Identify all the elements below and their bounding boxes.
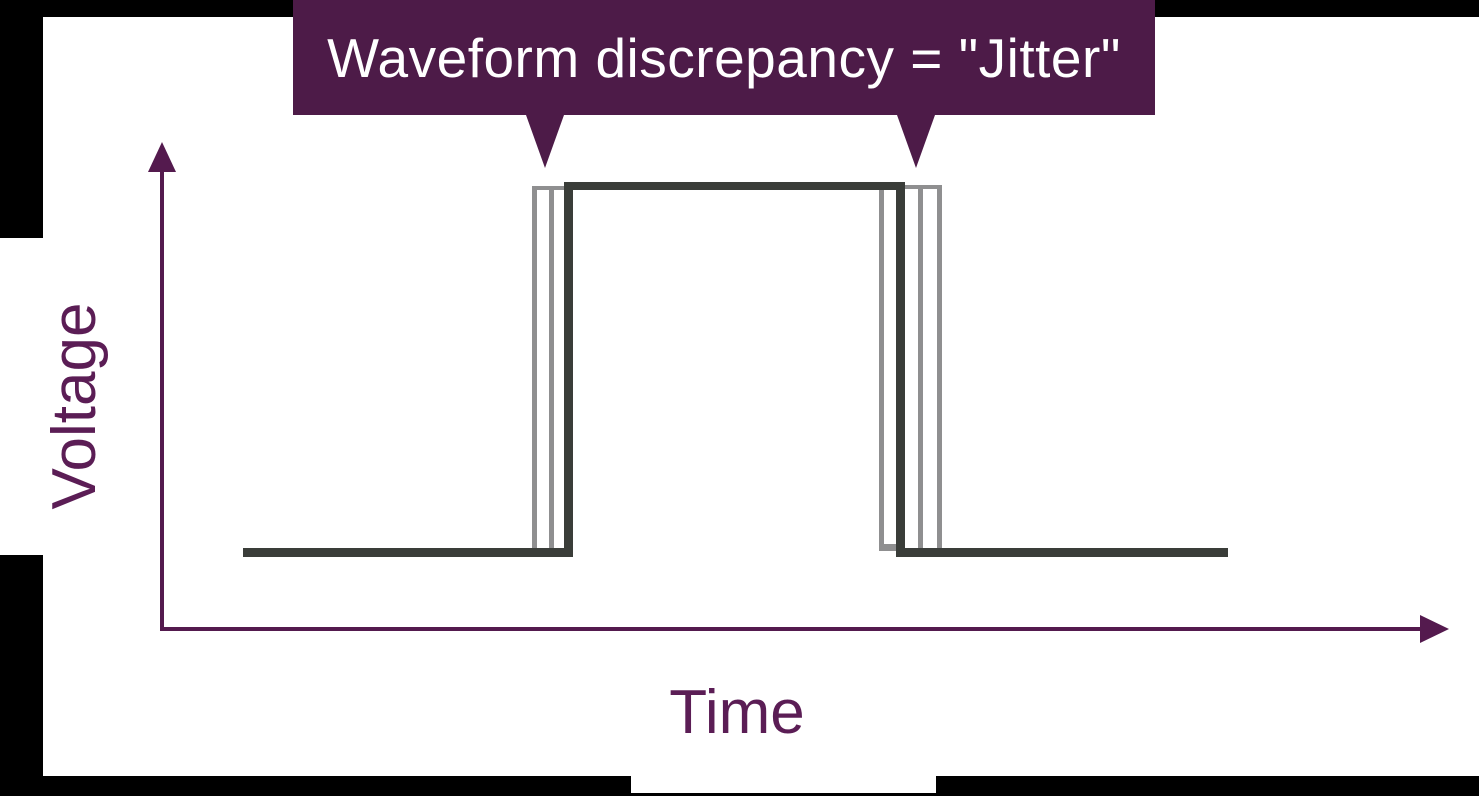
- jitter-ghost-falling-top-connector: [905, 185, 942, 189]
- frame-bottom-notch: [631, 776, 936, 793]
- callout-arrow-falling-edge-icon: [897, 115, 935, 168]
- jitter-banner: Waveform discrepancy = "Jitter": [293, 0, 1155, 115]
- jitter-ghost-falling-edge-late-2: [937, 185, 942, 548]
- y-axis-arrowhead-icon: [148, 142, 176, 172]
- jitter-ghost-rising-edge-2: [549, 186, 554, 553]
- jitter-ghost-falling-edge-late-1: [918, 185, 923, 548]
- jitter-banner-label: Waveform discrepancy = "Jitter": [327, 26, 1121, 89]
- waveform-baseline-left: [243, 548, 573, 557]
- jitter-ghost-falling-foot: [879, 544, 905, 551]
- frame-bar-left-lower: [0, 555, 43, 796]
- jitter-ghost-falling-edge-early: [879, 188, 884, 548]
- waveform-plateau: [564, 182, 905, 190]
- waveform-falling-edge: [896, 182, 905, 557]
- waveform-baseline-right: [896, 548, 1228, 557]
- x-axis-arrowhead-icon: [1420, 615, 1449, 643]
- callout-arrow-rising-edge-icon: [526, 115, 564, 168]
- jitter-ghost-rising-top-connector: [532, 186, 568, 190]
- frame-bar-left-upper: [0, 0, 43, 238]
- jitter-ghost-rising-edge-1: [532, 186, 537, 553]
- waveform-rising-edge: [564, 182, 573, 557]
- y-axis-label: Voltage: [40, 302, 109, 510]
- x-axis-label: Time: [669, 678, 805, 747]
